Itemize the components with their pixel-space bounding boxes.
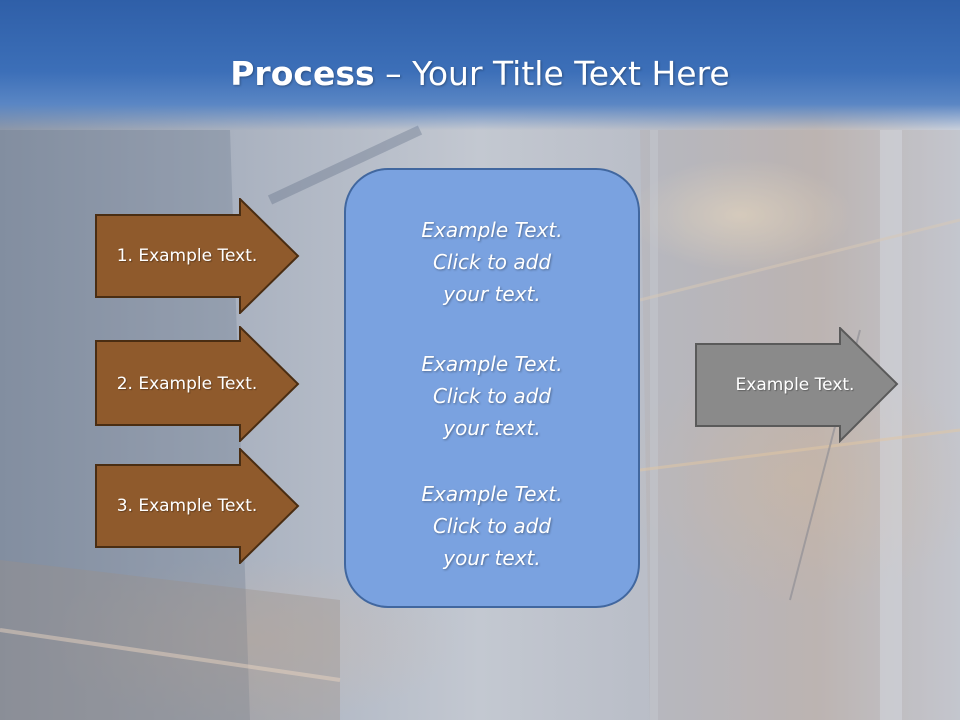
input-arrow-label: 1. Example Text. xyxy=(116,246,258,266)
process-text-line: your text. xyxy=(443,416,541,440)
output-arrow-label: Example Text. xyxy=(735,375,855,395)
process-text-line: Click to add xyxy=(432,514,552,538)
input-arrow-1[interactable]: 1. Example Text. xyxy=(95,198,300,314)
title-bar xyxy=(0,0,960,130)
input-arrow-2[interactable]: 2. Example Text. xyxy=(95,326,300,442)
process-text-line: your text. xyxy=(443,546,541,570)
title-bold: Process xyxy=(230,54,375,93)
arrow-right-shape xyxy=(95,198,300,314)
input-arrow-3[interactable]: 3. Example Text. xyxy=(95,448,300,564)
process-text-block-3[interactable]: Example Text. Click to add your text. xyxy=(346,478,638,574)
process-text-line: Example Text. xyxy=(421,482,563,506)
arrow-right-shape xyxy=(95,448,300,564)
process-text-block-2[interactable]: Example Text. Click to add your text. xyxy=(346,348,638,444)
process-text-line: Example Text. xyxy=(421,352,563,376)
process-text-line: your text. xyxy=(443,282,541,306)
output-arrow[interactable]: Example Text. xyxy=(695,327,900,443)
input-arrow-label: 3. Example Text. xyxy=(116,496,258,516)
process-text-line: Click to add xyxy=(432,384,552,408)
process-text-line: Click to add xyxy=(432,250,552,274)
process-box[interactable]: Example Text. Click to add your text. Ex… xyxy=(344,168,640,608)
input-arrow-label: 2. Example Text. xyxy=(116,374,258,394)
title-rest: – Your Title Text Here xyxy=(374,54,730,93)
process-text-block-1[interactable]: Example Text. Click to add your text. xyxy=(346,214,638,310)
process-text-line: Example Text. xyxy=(421,218,563,242)
arrow-right-shape xyxy=(695,327,899,443)
slide-title[interactable]: Process – Your Title Text Here xyxy=(0,52,960,96)
arrow-right-shape xyxy=(95,326,300,442)
